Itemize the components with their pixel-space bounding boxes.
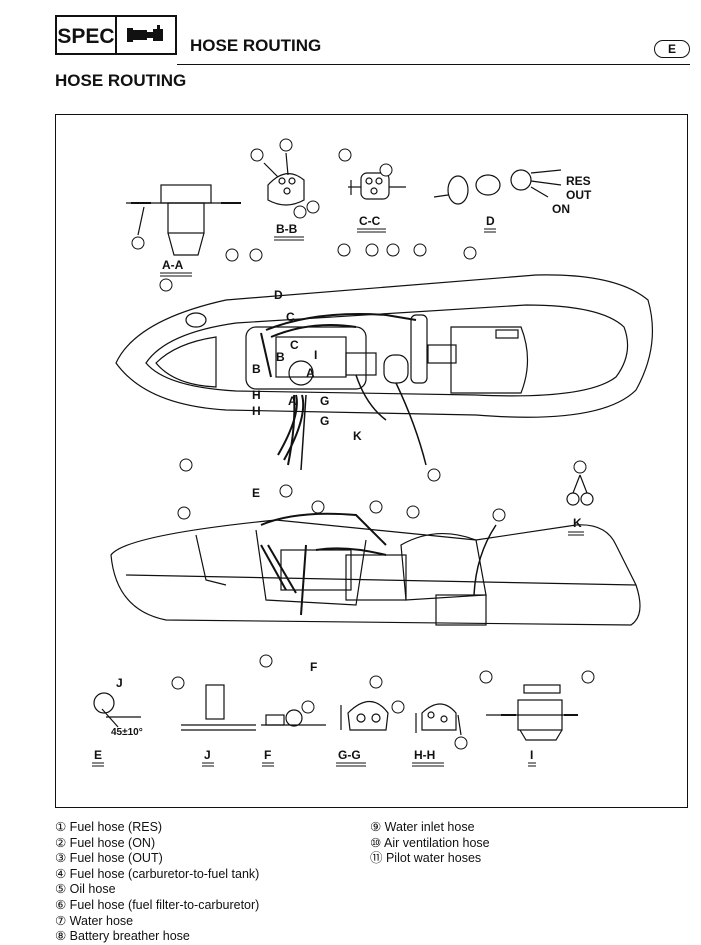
language-badge: E xyxy=(654,40,690,58)
legend-item: ⑩ Air ventilation hose xyxy=(370,835,490,850)
callout-b-1: B xyxy=(276,350,285,364)
legend-item: ⑪ Pilot water hoses xyxy=(370,851,482,866)
inset-d-drawing xyxy=(433,169,562,205)
section-labels: A-A B-B C-C D K E J F G-G H-H I RES OUT … xyxy=(92,174,592,767)
inset-f-drawing xyxy=(261,709,326,727)
section-label-bb: B-B xyxy=(276,222,298,236)
valve-res-label: RES xyxy=(566,174,591,188)
legend-item: ② Fuel hose (ON) xyxy=(55,835,156,850)
legend-column-2: ⑨ Water inlet hose ⑩ Air ventilation hos… xyxy=(370,820,490,867)
hull-top-view xyxy=(115,274,653,471)
section-label-hh: H-H xyxy=(414,748,435,762)
valve-out-label: OUT xyxy=(566,188,592,202)
callout-h-1: H xyxy=(252,388,261,402)
callout-d: D xyxy=(274,288,283,302)
spec-badge: SPEC xyxy=(55,15,117,55)
section-label-j: J xyxy=(204,748,211,762)
callout-g-1: G xyxy=(320,394,329,408)
callout-e: E xyxy=(252,486,260,500)
callout-c-2: C xyxy=(290,338,299,352)
inset-j-drawing xyxy=(181,684,256,731)
callout-i: I xyxy=(314,348,317,362)
section-label-i: I xyxy=(530,748,533,762)
section-label-e: E xyxy=(94,748,102,762)
legend-item: ⑧ Battery breather hose xyxy=(55,929,190,944)
legend-item: ⑦ Water hose xyxy=(55,913,134,928)
page-header: SPEC HOSE ROUTING E xyxy=(55,15,690,65)
section-label-gg: G-G xyxy=(338,748,361,762)
legend-item: ⑥ Fuel hose (fuel filter-to-carburetor) xyxy=(55,897,260,912)
diagram-canvas: A-A B-B C-C D K E J F G-G H-H I RES OUT … xyxy=(92,138,653,767)
callout-g-2: G xyxy=(320,414,329,428)
inset-aa-drawing xyxy=(126,184,241,256)
callout-a-1: A xyxy=(306,366,315,380)
legend-item: ④ Fuel hose (carburetor-to-fuel tank) xyxy=(55,866,260,881)
section-label-cc: C-C xyxy=(359,214,381,228)
callout-j: J xyxy=(116,676,123,690)
inset-bb-drawing xyxy=(263,152,305,206)
angle-label: 45±10° xyxy=(111,727,143,738)
tool-badge xyxy=(115,15,177,55)
tool-icon xyxy=(127,25,163,42)
callout-f: F xyxy=(310,660,317,674)
callout-c-1: C xyxy=(286,310,295,324)
callout-b-2: B xyxy=(252,362,261,376)
callout-a-2: A xyxy=(288,394,297,408)
hull-side-view xyxy=(110,512,641,626)
legend-item: ① Fuel hose (RES) xyxy=(55,820,163,834)
header-rule xyxy=(177,64,690,65)
section-label-aa: A-A xyxy=(162,258,184,272)
inset-cc-drawing xyxy=(348,172,406,200)
inset-hh-drawing xyxy=(415,703,462,736)
header-title: HOSE ROUTING xyxy=(190,36,322,55)
valve-on-label: ON xyxy=(552,202,570,216)
section-label-d: D xyxy=(486,214,495,228)
legend-column-1: ① Fuel hose (RES) ② Fuel hose (ON) ③ Fue… xyxy=(55,820,259,945)
inset-gg-drawing xyxy=(340,700,389,731)
section-label-f: F xyxy=(264,748,271,762)
section-label-k: K xyxy=(573,516,582,530)
inset-e-drawing xyxy=(93,692,141,728)
inset-i-drawing xyxy=(486,684,578,741)
legend-item: ⑤ Oil hose xyxy=(55,882,116,897)
inset-k-drawing xyxy=(566,474,594,506)
hose-number-callouts xyxy=(131,138,595,750)
hose-routing-diagram: A-A B-B C-C D K E J F G-G H-H I RES OUT … xyxy=(55,114,688,808)
callout-k: K xyxy=(353,429,362,443)
legend-item: ⑨ Water inlet hose xyxy=(370,820,475,834)
legend-item: ③ Fuel hose (OUT) xyxy=(55,851,163,866)
callout-h-2: H xyxy=(252,404,261,418)
page-title: HOSE ROUTING xyxy=(55,71,187,90)
